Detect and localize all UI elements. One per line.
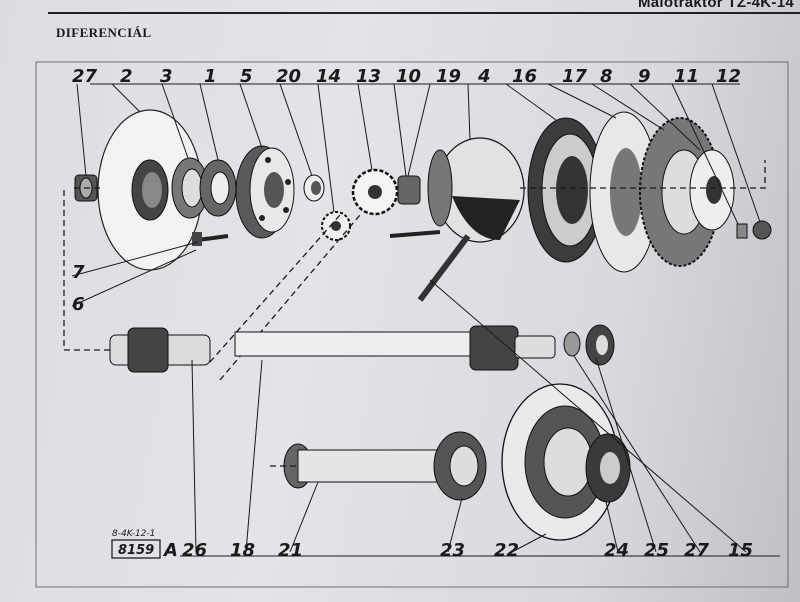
part-24-bearing [585,433,631,503]
part-5-flange [235,145,295,239]
callout-11: 11 [674,66,699,87]
axis-line-diagonal-2 [219,214,361,381]
bottom-callouts: 26 18 21 23 22 24 25 27 15 [182,540,753,561]
callout-7: 7 [72,262,85,283]
callout-18: 18 [230,540,255,561]
callout-20: 20 [276,66,301,87]
part-23-ring-nut [433,431,487,501]
callout-19: 19 [436,66,461,87]
part-10-pin [389,175,441,238]
header-title: Malotraktor TZ-4K-14 [637,0,794,11]
part-3-ring [171,157,209,219]
callout-16: 16 [512,66,537,87]
callout-22: 22 [494,540,519,561]
drawing-ref-number: 8-4K-12-1 [112,529,155,539]
part-2-cover-disc [97,109,203,271]
callout-27b: 27 [684,540,710,561]
leader-lines [71,83,780,557]
section-title: DIFERENCIÁL [56,25,152,40]
axis-line-upper-right [520,160,766,189]
part-7-screw [192,232,229,246]
part-22-pulley [501,383,619,541]
callout-2: 2 [120,66,133,87]
callout-6: 6 [72,294,85,315]
part-17-ring [589,111,659,273]
part-18-axle-shaft [234,325,556,371]
callout-13: 13 [356,66,381,87]
header-rule [48,12,800,14]
callout-8: 8 [600,66,613,87]
part-11-washer [736,223,748,239]
drawing-letter: A [162,540,178,561]
callout-14: 14 [316,66,341,87]
callout-23: 23 [440,540,465,561]
drawing-code-box [111,539,161,559]
drawing-code: 8159 [118,543,154,558]
callout-17: 17 [562,66,588,87]
callout-26: 26 [182,540,207,561]
part-14-pinion [321,211,351,241]
part-16-ball-bearing [527,117,605,263]
part-20-pin [303,174,325,202]
axis-line-diagonal [209,214,341,363]
part-9-flange [689,149,735,231]
callout-27: 27 [72,66,98,87]
part-21-sleeve [283,443,439,489]
part-27-bearing-lower [563,324,615,366]
callout-4: 4 [477,66,491,87]
part-13-satellite-gear [351,168,399,216]
callout-24: 24 [604,540,629,561]
callout-9: 9 [638,66,651,87]
part-1-bushing [199,159,237,217]
part-4-differential-housing [417,137,525,302]
part-12-nut [752,220,772,240]
part-26-splined-stub [109,327,211,373]
callout-12: 12 [716,66,741,87]
axis-line-left-drop [63,190,110,351]
top-callouts: 27 2 3 1 5 20 14 13 10 19 4 16 17 8 9 11… [72,66,741,87]
drawing-reference: 8-4K-12-1 8159 A [111,529,178,561]
callout-10: 10 [396,66,421,87]
figure-frame [35,61,789,588]
callout-21: 21 [278,540,303,561]
callout-3: 3 [160,66,173,87]
callout-5: 5 [240,66,253,87]
callout-1: 1 [204,66,217,87]
callout-15: 15 [728,540,753,561]
callout-25: 25 [644,540,669,561]
